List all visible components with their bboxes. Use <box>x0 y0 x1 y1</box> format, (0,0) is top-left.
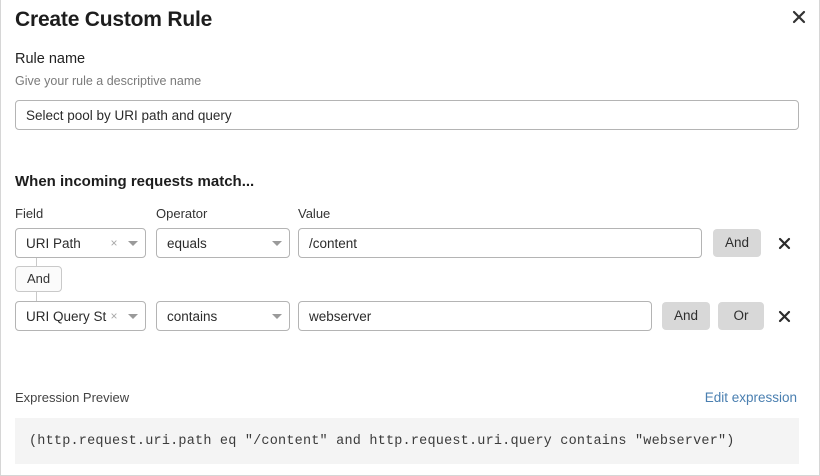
field-select-row1[interactable]: URI Path × <box>15 228 146 258</box>
delete-condition-row1[interactable] <box>771 228 797 258</box>
condition-row: URI Query St... × contains And Or <box>1 301 820 331</box>
and-button-row1[interactable]: And <box>713 229 762 257</box>
edit-expression-link[interactable]: Edit expression <box>704 390 797 405</box>
rule-name-label: Rule name <box>15 51 86 67</box>
condition-row: URI Path × equals And <box>1 228 820 258</box>
field-select-value-row2: URI Query St... <box>26 308 107 324</box>
close-icon-glyph <box>792 10 806 24</box>
connector-line-top <box>36 258 37 267</box>
delete-condition-row2[interactable] <box>771 301 797 331</box>
rule-name-help-text: Give your rule a descriptive name <box>15 74 202 88</box>
chevron-down-icon[interactable] <box>265 240 289 246</box>
column-header-operator: Operator <box>156 206 208 221</box>
operator-select-row2[interactable]: contains <box>156 301 290 331</box>
close-icon <box>778 237 790 249</box>
field-select-row2[interactable]: URI Query St... × <box>15 301 146 331</box>
match-section-heading: When incoming requests match... <box>15 173 255 190</box>
expression-preview-label: Expression Preview <box>15 390 130 405</box>
connector-and-badge[interactable]: And <box>15 266 63 292</box>
clear-icon[interactable]: × <box>110 309 118 323</box>
operator-select-value-row1: equals <box>167 235 207 251</box>
page-title: Create Custom Rule <box>15 8 213 31</box>
condition-connector: And <box>1 258 201 302</box>
clear-icon[interactable]: × <box>110 236 118 250</box>
expression-preview-code: (http.request.uri.path eq "/content" and… <box>29 433 735 449</box>
connector-line-bottom <box>36 292 37 301</box>
chevron-down-icon[interactable] <box>121 240 145 246</box>
operator-select-row1[interactable]: equals <box>156 228 290 258</box>
and-button-row2[interactable]: And <box>662 302 711 330</box>
expression-preview-box: (http.request.uri.path eq "/content" and… <box>15 418 799 464</box>
close-icon <box>778 310 790 322</box>
or-button-row2[interactable]: Or <box>718 302 764 330</box>
chevron-down-icon[interactable] <box>121 313 145 319</box>
value-input-row2[interactable] <box>298 301 652 331</box>
chevron-down-icon[interactable] <box>265 313 289 319</box>
rule-name-input[interactable] <box>15 100 799 130</box>
value-input-row1[interactable] <box>298 228 702 258</box>
field-select-value-row1: URI Path <box>26 235 81 251</box>
operator-select-value-row2: contains <box>167 308 218 324</box>
column-header-value: Value <box>298 206 331 221</box>
column-header-field: Field <box>15 206 44 221</box>
close-icon[interactable] <box>788 6 810 28</box>
